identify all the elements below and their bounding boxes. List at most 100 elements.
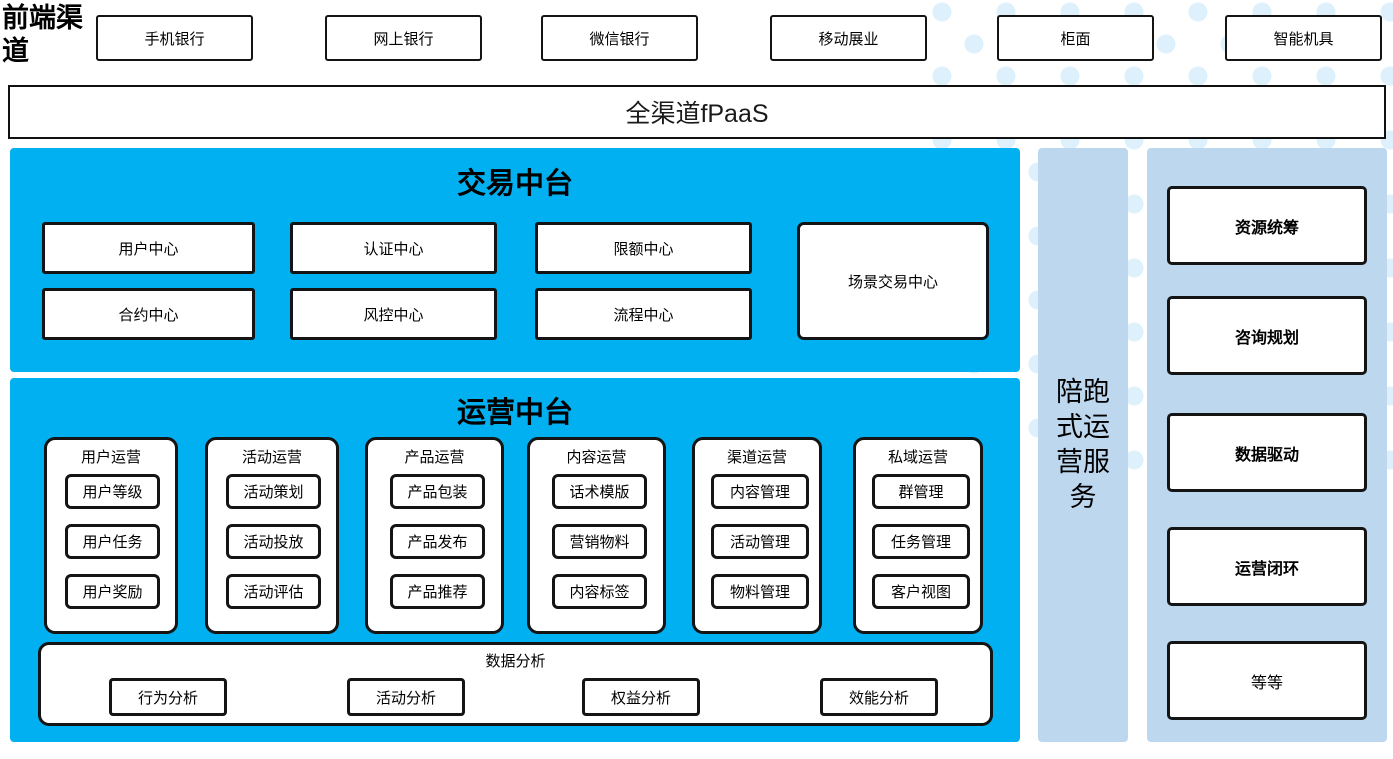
op-column-title: 产品运营 xyxy=(404,449,465,466)
op-column-user-operations: 用户运营 用户等级 用户任务 用户奖励 xyxy=(44,437,178,634)
op-item-label: 活动评估 xyxy=(243,584,304,601)
tx-box-contract-center[interactable]: 合约中心 xyxy=(42,288,255,340)
tx-box-process-center[interactable]: 流程中心 xyxy=(535,288,752,340)
op-item-label: 客户视图 xyxy=(890,584,951,601)
op-item-label: 任务管理 xyxy=(890,534,951,551)
op-item[interactable]: 活动投放 xyxy=(226,524,321,559)
analysis-item-label: 行为分析 xyxy=(137,689,198,707)
op-item-label: 产品推荐 xyxy=(407,584,468,601)
op-column-title: 活动运营 xyxy=(241,449,302,466)
op-column-channel-operations: 渠道运营 内容管理 活动管理 物料管理 xyxy=(692,437,822,634)
op-item-label: 用户奖励 xyxy=(82,584,143,601)
op-column-product-operations: 产品运营 产品包装 产品发布 产品推荐 xyxy=(365,437,504,634)
op-item[interactable]: 产品发布 xyxy=(390,524,485,559)
op-column-content-operations: 内容运营 话术模版 营销物料 内容标签 xyxy=(527,437,666,634)
capability-box-etc[interactable]: 等等 xyxy=(1167,641,1367,720)
op-item-label: 活动策划 xyxy=(243,484,304,501)
tx-label: 用户中心 xyxy=(118,240,179,258)
capability-label: 资源统筹 xyxy=(1234,219,1299,237)
channel-box-internet-bank[interactable]: 网上银行 xyxy=(325,15,482,61)
tx-label: 认证中心 xyxy=(363,240,424,258)
tx-label: 风控中心 xyxy=(363,306,424,324)
op-item-label: 用户等级 xyxy=(82,484,143,501)
tx-box-limit-center[interactable]: 限额中心 xyxy=(535,222,752,274)
op-item[interactable]: 营销物料 xyxy=(552,524,647,559)
op-item[interactable]: 活动策划 xyxy=(226,474,321,509)
op-item[interactable]: 物料管理 xyxy=(711,574,809,609)
op-item-label: 用户任务 xyxy=(82,534,143,551)
capability-box-data-driven[interactable]: 数据驱动 xyxy=(1167,413,1367,492)
op-item[interactable]: 内容标签 xyxy=(552,574,647,609)
op-item[interactable]: 活动管理 xyxy=(711,524,809,559)
op-item[interactable]: 产品推荐 xyxy=(390,574,485,609)
analysis-item-behavior[interactable]: 行为分析 xyxy=(109,678,227,716)
op-item[interactable]: 任务管理 xyxy=(872,524,970,559)
tx-label: 流程中心 xyxy=(613,306,674,324)
op-item-label: 产品包装 xyxy=(407,484,468,501)
analysis-item-campaign[interactable]: 活动分析 xyxy=(347,678,465,716)
analysis-item-label: 权益分析 xyxy=(610,689,671,707)
channel-label: 智能机具 xyxy=(1273,30,1334,48)
op-column-title: 内容运营 xyxy=(566,449,627,466)
op-item-label: 物料管理 xyxy=(729,584,790,601)
tx-label: 场景交易中心 xyxy=(847,273,938,291)
op-item-label: 产品发布 xyxy=(407,534,468,551)
channel-box-mobile-bank[interactable]: 手机银行 xyxy=(96,15,253,61)
op-item-label: 营销物料 xyxy=(569,534,630,551)
op-item[interactable]: 用户等级 xyxy=(65,474,160,509)
transaction-platform-title: 交易中台 xyxy=(456,168,573,200)
channel-box-counter[interactable]: 柜面 xyxy=(997,15,1154,61)
capability-box-resource-coordination[interactable]: 资源统筹 xyxy=(1167,186,1367,265)
data-analysis-panel: 数据分析 行为分析 活动分析 权益分析 效能分析 xyxy=(38,642,993,726)
op-item[interactable]: 群管理 xyxy=(872,474,970,509)
capability-column-panel: 资源统筹 咨询规划 数据驱动 运营闭环 等等 xyxy=(1147,148,1387,742)
transaction-platform-panel: 交易中台 用户中心 认证中心 限额中心 合约中心 风控中心 流程中心 场景交易中… xyxy=(10,148,1020,372)
channel-label: 移动展业 xyxy=(818,30,879,48)
channel-label: 柜面 xyxy=(1060,30,1091,48)
op-item-label: 活动投放 xyxy=(243,534,304,551)
tx-label: 限额中心 xyxy=(613,240,674,258)
capability-box-operations-loop[interactable]: 运营闭环 xyxy=(1167,527,1367,606)
capability-label: 运营闭环 xyxy=(1234,560,1299,578)
channel-label: 网上银行 xyxy=(373,30,434,48)
op-column-title: 私域运营 xyxy=(887,449,948,466)
tx-label: 合约中心 xyxy=(118,306,179,324)
op-column-title: 渠道运营 xyxy=(726,449,787,466)
tx-box-auth-center[interactable]: 认证中心 xyxy=(290,222,497,274)
channel-label: 手机银行 xyxy=(144,30,205,48)
channel-box-mobile-business[interactable]: 移动展业 xyxy=(770,15,927,61)
op-item[interactable]: 内容管理 xyxy=(711,474,809,509)
op-item[interactable]: 产品包装 xyxy=(390,474,485,509)
capability-label: 数据驱动 xyxy=(1234,446,1299,464)
op-item[interactable]: 活动评估 xyxy=(226,574,321,609)
service-column-panel: 陪跑式运营服务 xyxy=(1038,148,1128,742)
capability-box-consulting-planning[interactable]: 咨询规划 xyxy=(1167,296,1367,375)
analysis-item-label: 效能分析 xyxy=(848,689,909,707)
op-item[interactable]: 用户奖励 xyxy=(65,574,160,609)
analysis-item-efficiency[interactable]: 效能分析 xyxy=(820,678,938,716)
analysis-item-label: 活动分析 xyxy=(375,689,436,707)
fpaas-bar[interactable]: 全渠道fPaaS xyxy=(8,85,1386,139)
op-column-title: 用户运营 xyxy=(80,449,141,466)
op-item[interactable]: 客户视图 xyxy=(872,574,970,609)
capability-label: 等等 xyxy=(1250,674,1283,692)
capability-label: 咨询规划 xyxy=(1234,329,1299,347)
channel-box-smart-machine[interactable]: 智能机具 xyxy=(1225,15,1382,61)
tx-box-risk-center[interactable]: 风控中心 xyxy=(290,288,497,340)
op-item[interactable]: 话术模版 xyxy=(552,474,647,509)
op-item-label: 群管理 xyxy=(898,484,944,501)
channel-box-wechat-bank[interactable]: 微信银行 xyxy=(541,15,698,61)
op-item-label: 内容标签 xyxy=(569,584,630,601)
analysis-item-benefit[interactable]: 权益分析 xyxy=(582,678,700,716)
op-item-label: 话术模版 xyxy=(569,484,630,501)
operations-platform-title: 运营中台 xyxy=(456,397,573,429)
op-item-label: 活动管理 xyxy=(729,534,790,551)
op-column-campaign-operations: 活动运营 活动策划 活动投放 活动评估 xyxy=(205,437,339,634)
fpaas-label: 全渠道fPaaS xyxy=(625,100,769,128)
tx-box-user-center[interactable]: 用户中心 xyxy=(42,222,255,274)
op-column-private-domain-operations: 私域运营 群管理 任务管理 客户视图 xyxy=(853,437,983,634)
tx-box-scene-transaction-center[interactable]: 场景交易中心 xyxy=(797,222,989,340)
op-item[interactable]: 用户任务 xyxy=(65,524,160,559)
op-item-label: 内容管理 xyxy=(729,484,790,501)
